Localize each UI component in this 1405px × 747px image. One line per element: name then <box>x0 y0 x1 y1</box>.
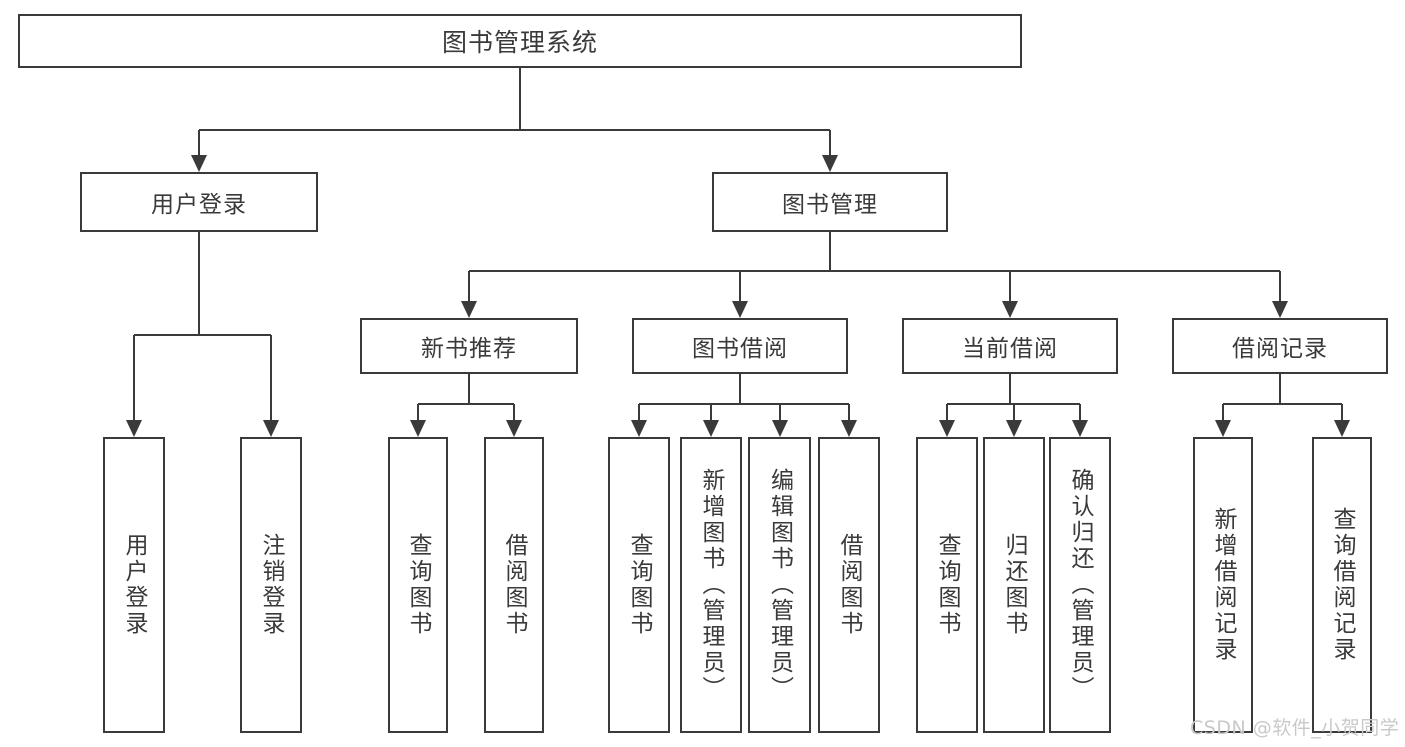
node-leaf-10[interactable]: 确认归还（管理员） <box>1049 437 1111 733</box>
node-leaf-12-label: 查询借阅记录 <box>1329 507 1356 663</box>
node-level3-2[interactable]: 当前借阅 <box>902 318 1118 374</box>
node-level3-3-label: 借阅记录 <box>1232 336 1328 362</box>
node-level2-0-label: 用户登录 <box>151 192 247 218</box>
edge-level3-1-to-leaf-0 <box>638 404 640 420</box>
edge-level3-0-to-leaf-0 <box>417 404 419 420</box>
node-leaf-2[interactable]: 查询图书 <box>388 437 448 733</box>
edge-level3-2-stem <box>1009 374 1011 404</box>
node-leaf-12[interactable]: 查询借阅记录 <box>1312 437 1372 733</box>
node-level2-1-label: 图书管理 <box>782 192 878 218</box>
edge-level3-3-to-leaf-1 <box>1341 404 1343 420</box>
node-leaf-6-label: 编辑图书（管理员） <box>766 468 793 702</box>
arrow-level3-0-to-leaf-0 <box>410 420 426 437</box>
edge-level3-2-to-leaf-2 <box>1079 404 1081 420</box>
edge-level2-1-bar <box>469 270 1280 272</box>
edge-level3-1-to-leaf-1 <box>710 404 712 420</box>
edge-level2-1-to-level3-2 <box>1009 271 1011 301</box>
node-level3-1-label: 图书借阅 <box>692 336 788 362</box>
arrow-level2-1-to-level3-3 <box>1272 301 1288 318</box>
arrow-level3-1-to-leaf-2 <box>771 420 788 437</box>
edge-root-bar <box>199 129 830 131</box>
edge-level2-0-stem <box>198 232 200 335</box>
node-level3-0-label: 新书推荐 <box>421 336 517 362</box>
node-root-label: 图书管理系统 <box>441 28 598 57</box>
node-leaf-4-label: 查询图书 <box>626 533 653 637</box>
edge-level2-1-to-level3-3 <box>1279 271 1281 301</box>
node-level3-1[interactable]: 图书借阅 <box>632 318 848 374</box>
arrow-level3-1-to-leaf-3 <box>841 420 857 437</box>
edge-root-to-level2-0 <box>198 130 200 155</box>
edge-level2-0-bar <box>134 334 271 336</box>
edge-level3-0-bar <box>418 403 514 405</box>
edge-level3-2-to-leaf-1 <box>1013 404 1015 420</box>
node-root[interactable]: 图书管理系统 <box>18 14 1022 68</box>
node-leaf-7[interactable]: 借阅图书 <box>818 437 880 733</box>
node-leaf-11[interactable]: 新增借阅记录 <box>1193 437 1253 733</box>
arrow-level2-0-to-leaf-1 <box>263 420 279 437</box>
node-leaf-1-label: 注销登录 <box>258 533 285 637</box>
node-leaf-5-label: 新增图书（管理员） <box>698 468 725 702</box>
edge-root-to-level2-1 <box>829 130 831 155</box>
edge-level3-0-stem <box>468 374 470 404</box>
arrow-level2-1-to-level3-0 <box>461 301 477 318</box>
arrow-level3-1-to-leaf-1 <box>703 420 719 437</box>
node-leaf-3[interactable]: 借阅图书 <box>484 437 544 733</box>
node-leaf-8-label: 查询图书 <box>934 533 961 637</box>
node-leaf-11-label: 新增借阅记录 <box>1210 507 1237 663</box>
arrow-level3-2-to-leaf-1 <box>1006 420 1022 437</box>
arrow-level3-1-to-leaf-0 <box>631 420 647 437</box>
edge-level3-3-to-leaf-0 <box>1222 404 1224 420</box>
edge-level2-1-to-level3-0 <box>468 271 470 301</box>
edge-level3-1-bar <box>639 403 849 405</box>
arrow-level3-0-to-leaf-1 <box>506 420 522 437</box>
node-leaf-10-label: 确认归还（管理员） <box>1067 468 1094 702</box>
node-leaf-9[interactable]: 归还图书 <box>983 437 1045 733</box>
arrow-level2-0-to-leaf-0 <box>126 420 142 437</box>
node-leaf-9-label: 归还图书 <box>1001 533 1028 637</box>
node-leaf-2-label: 查询图书 <box>405 533 432 637</box>
arrow-level3-2-to-leaf-0 <box>939 420 955 437</box>
node-leaf-0-label: 用户登录 <box>121 533 148 637</box>
node-leaf-6[interactable]: 编辑图书（管理员） <box>748 437 811 733</box>
arrow-level2-1-to-level3-2 <box>1002 301 1018 318</box>
node-leaf-1[interactable]: 注销登录 <box>240 437 302 733</box>
edge-level3-0-to-leaf-1 <box>513 404 515 420</box>
edge-level2-0-to-leaf-1 <box>270 335 272 420</box>
edge-level3-3-bar <box>1223 403 1342 405</box>
edge-level3-1-stem <box>739 374 741 404</box>
arrow-root-to-level2-0 <box>191 155 207 172</box>
node-level3-2-label: 当前借阅 <box>962 336 1058 362</box>
edge-level2-1-to-level3-1 <box>739 271 741 301</box>
node-level2-1[interactable]: 图书管理 <box>712 172 948 232</box>
node-leaf-5[interactable]: 新增图书（管理员） <box>680 437 742 733</box>
node-level3-3[interactable]: 借阅记录 <box>1172 318 1388 374</box>
node-leaf-7-label: 借阅图书 <box>836 533 863 637</box>
node-leaf-3-label: 借阅图书 <box>501 533 528 637</box>
edge-root-stem <box>519 68 521 130</box>
arrow-root-to-level2-1 <box>822 155 838 172</box>
node-level2-0[interactable]: 用户登录 <box>80 172 318 232</box>
edge-level3-3-stem <box>1279 374 1281 404</box>
edge-level3-1-to-leaf-3 <box>848 404 850 420</box>
edge-level2-0-to-leaf-0 <box>133 335 135 420</box>
edge-level3-1-to-leaf-2 <box>778 404 781 420</box>
node-leaf-8[interactable]: 查询图书 <box>916 437 978 733</box>
node-leaf-0[interactable]: 用户登录 <box>103 437 165 733</box>
arrow-level3-3-to-leaf-1 <box>1334 420 1350 437</box>
arrow-level3-3-to-leaf-0 <box>1215 420 1231 437</box>
edge-level2-1-stem <box>829 232 831 271</box>
node-leaf-4[interactable]: 查询图书 <box>608 437 670 733</box>
node-level3-0[interactable]: 新书推荐 <box>360 318 578 374</box>
arrow-level3-2-to-leaf-2 <box>1072 420 1088 437</box>
edge-level3-2-to-leaf-0 <box>946 404 948 420</box>
arrow-level2-1-to-level3-1 <box>732 301 748 318</box>
